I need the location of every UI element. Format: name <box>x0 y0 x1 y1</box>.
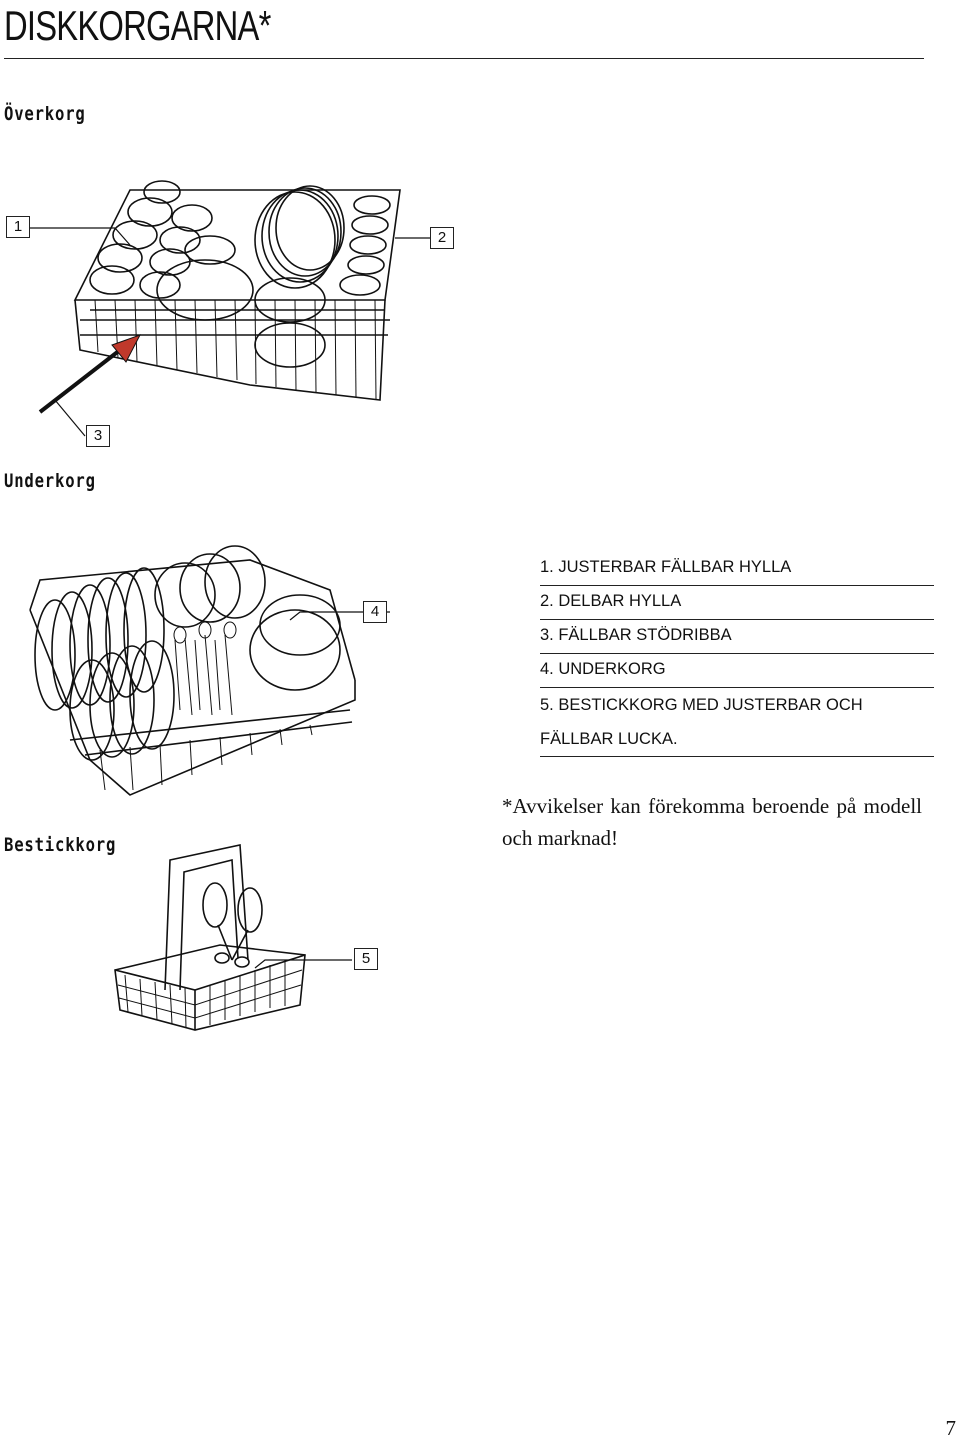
title-rule <box>4 58 924 59</box>
legend-item: 3. FÄLLBAR STÖDRIBBA <box>540 620 934 654</box>
cutlery-basket-illustration <box>114 844 352 1031</box>
callout-1: 1 <box>6 216 30 238</box>
disclaimer-note: *Avvikelser kan förekomma beroende på mo… <box>502 794 922 850</box>
section-lower-basket: Underkorg <box>4 470 96 492</box>
callout-2: 2 <box>430 227 454 249</box>
legend-item: 5. BESTICKKORG MED JUSTERBAR OCH FÄLLBAR… <box>540 688 934 757</box>
legend-list: 1. JUSTERBAR FÄLLBAR HYLLA 2. DELBAR HYL… <box>540 552 934 757</box>
callout-4: 4 <box>363 601 387 623</box>
section-cutlery-basket: Bestickkorg <box>4 834 117 856</box>
legend-item: 4. UNDERKORG <box>540 654 934 688</box>
callout-3: 3 <box>86 425 110 447</box>
page-number: 7 <box>945 1416 957 1440</box>
legend-item: 1. JUSTERBAR FÄLLBAR HYLLA <box>540 552 934 586</box>
upper-basket-illustration <box>30 180 430 437</box>
lower-basket-illustration <box>29 545 390 796</box>
section-upper-basket: Överkorg <box>4 103 86 125</box>
legend-item: 2. DELBAR HYLLA <box>540 586 934 620</box>
page-title: DISKKORGARNA* <box>4 2 271 49</box>
callout-5: 5 <box>354 948 378 970</box>
